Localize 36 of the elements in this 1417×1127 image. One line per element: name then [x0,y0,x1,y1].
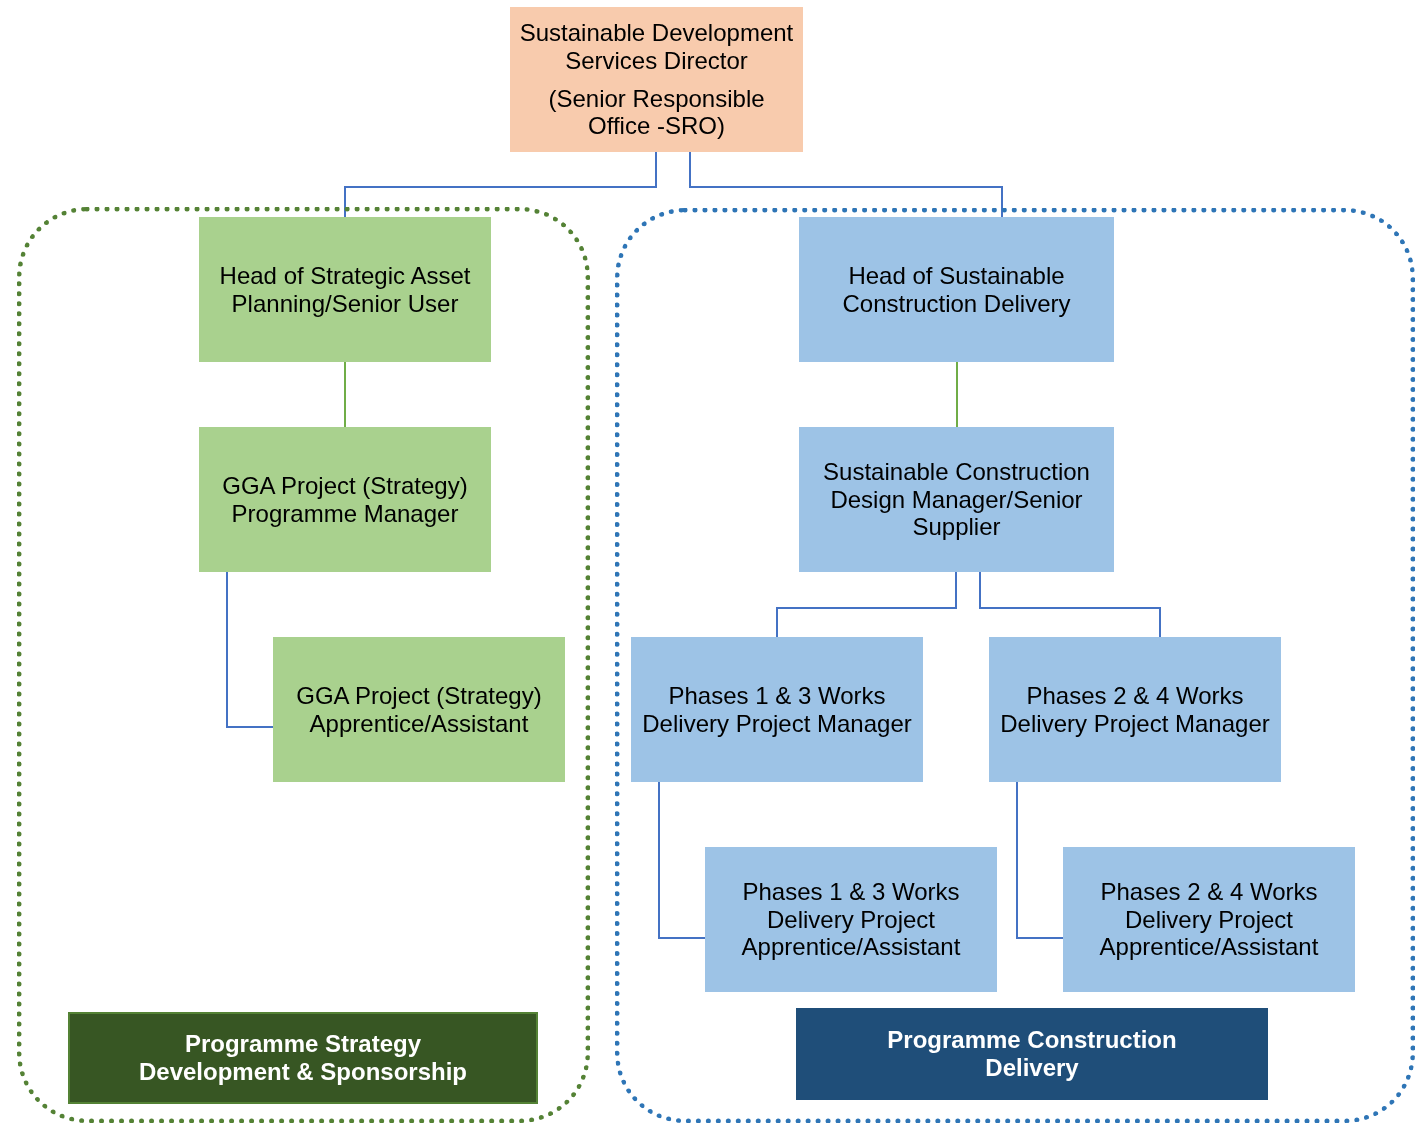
role-box [631,637,923,782]
dotted-group-boundary [615,208,1415,1123]
dotted-group-boundary [17,207,590,1123]
role-box [199,217,491,362]
role-box [989,637,1281,782]
role-box [510,7,803,152]
role-title: (Senior Responsible Office -SRO) [547,84,766,140]
role-title: GGA Project (Strategy) Apprentice/Assistant [295,681,543,738]
role-box [799,427,1114,572]
role-title: Sustainable Development Services Director [518,19,795,75]
group-label-box [68,1012,538,1104]
connector-line [658,781,706,939]
connector-line [344,361,346,428]
role-title: Phases 2 & 4 Works Delivery Project Apprentice/Assistant [1098,878,1320,961]
role-box [273,637,565,782]
connector-line [344,151,657,218]
group-title: Programme Construction Delivery [886,1026,1178,1082]
group-label-box [796,1008,1268,1100]
role-box [799,217,1114,362]
role-title: Head of Strategic Asset Planning/Senior User [218,261,472,318]
role-title: GGA Project (Strategy) Programme Manager [221,471,469,528]
role-box [1063,847,1355,992]
connector-line [689,151,1003,218]
role-title: Phases 2 & 4 Works Delivery Project Manager [999,681,1271,738]
role-title: Head of Sustainable Construction Delivery [841,261,1072,318]
role-box [199,427,491,572]
role-box [705,847,997,992]
group-title: Programme Strategy Development & Sponsorship [137,1030,468,1086]
connector-line [226,571,274,728]
role-title: Sustainable Construction Design Manager/Senior Supplier [822,458,1091,541]
role-title: Phases 1 & 3 Works Delivery Project Manager [641,681,913,738]
connector-line [776,571,957,638]
role-title: Phases 1 & 3 Works Delivery Project Apprentice/Assistant [740,878,962,961]
connector-line [1016,781,1064,939]
connector-line [979,571,1161,638]
connector-line [956,361,958,428]
